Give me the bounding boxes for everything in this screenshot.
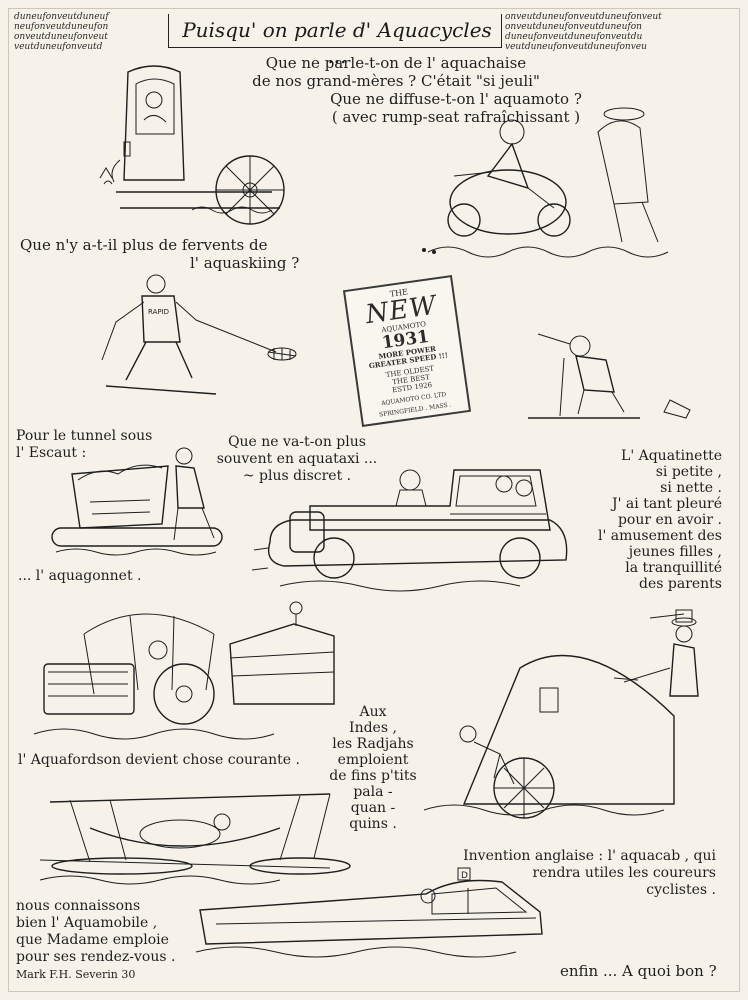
pattern-line: duneufonveutduneuf [14,12,109,22]
aquagonnet-drawing [51,447,223,556]
caption-line: quins . [349,816,397,832]
sweater-lettering: RAPID [148,308,169,316]
caption-aquaskiing: Que n'y a-t-il plus de fervents de l' aq… [20,236,350,272]
caption-aquacab: Invention anglaise : l' aquacab , qui re… [412,848,716,899]
pattern-line: duneufonveutduneufonveutdu [505,32,643,42]
caption-ending: enfin ... A quoi bon ? [560,962,717,980]
aquaskier-drawing: RAPID [101,274,297,395]
palanquin-drawing [39,793,351,885]
caption-line: Pour le tunnel sous [16,428,153,444]
pattern-line: neufonveutduneufon [14,22,109,32]
caption-line: emploient [337,752,409,768]
caption-line: Que ne parle-t-on de l' aquachaise [265,54,527,72]
caption-line: les Radjahs [332,736,414,752]
pattern-line: onveutduneufonveutduneufonveut [505,12,662,22]
aquafordson-drawing [33,601,335,740]
caption-line: ~ plus discret . [242,468,352,484]
caption-line: pour ses rendez-vous . [16,949,176,965]
caption-line: l' aquaskiing ? [190,254,300,272]
page-title: Puisqu' on parle d' Aquacycles ... [182,18,492,68]
pattern-line: onveutduneufonveut [14,32,108,42]
caption-line: l' amusement des [598,528,722,544]
caption-aquatinette: L' Aquatinette si petite , si nette . J'… [560,448,722,592]
aquacab-drawing [423,609,699,819]
caption-line: que Madame emploie [16,932,169,948]
title-box [168,14,502,48]
caption-line: bien l' Aquamobile , [16,915,158,931]
caption-line: L' Aquatinette [621,448,722,464]
caption-line: cyclistes . [646,882,716,898]
caption-aquataxi: Que ne va-t-on plus souvent en aquataxi … [212,434,382,485]
caption-aquachaise: Que ne parle-t-on de l' aquachaise de no… [246,54,546,108]
caption-line: pour en avoir . [617,512,722,528]
aquachaise-drawing [99,65,285,225]
caption-line: des parents [639,576,722,592]
caption-line: souvent en aquataxi ... [216,451,378,467]
caption-line: Indes , [349,720,397,736]
caption-tunnel: Pour le tunnel sous l' Escaut : [16,428,186,462]
caption-line: si nette . [660,480,722,496]
caption-line: jeunes filles , [628,544,722,560]
aquatinette-drawing [528,333,691,419]
aquamoto-drawing [422,107,669,258]
caption-aquagonnet: ... l' aquagonnet . [18,568,142,584]
caption-radjahs: Aux Indes , les Radjahs emploient de fin… [318,704,428,832]
header-pattern-right: onveutduneufonveutduneufonveut onveutdun… [505,12,662,52]
caption-line: Que ne diffuse-t-on l' aquamoto ? [330,90,582,108]
caption-line: quan - [350,800,396,816]
caption-aquamobile: nous connaissons bien l' Aquamobile , qu… [16,898,206,966]
caption-line: Aux [359,704,387,720]
caption-line: nous connaissons [16,898,141,914]
caption-line: pala - [353,784,393,800]
taxi-plate: D [461,871,468,881]
header-pattern-left: duneufonveutduneuf neufonveutduneufon on… [14,12,109,52]
caption-line: la tranquillité [625,560,722,576]
caption-line: Invention anglaise : l' aquacab , qui [463,848,716,864]
caption-line: si petite , [655,464,722,480]
aquamobile-drawing: D [195,867,543,958]
caption-line: J' ai tant pleuré [612,496,722,512]
aquamoto-poster: THE NEW AQUAMOTO 1931 MORE POWER GREATER… [342,275,472,427]
pattern-line: onveutduneufonveutduneufon [505,22,642,32]
caption-line: Que n'y a-t-il plus de fervents de [20,236,268,254]
caption-line: l' Escaut : [16,445,87,461]
caption-line: de fins p'tits [329,768,417,784]
pattern-line: veutduneufonveutd [14,42,103,52]
caption-line: rendra utiles les coureurs [532,865,716,881]
caption-aquafordson: l' Aquafordson devient chose courante . [18,752,300,768]
artist-signature: Mark F.H. Severin 30 [16,968,136,981]
pattern-line: veutduneufonveutduneufonveu [505,42,647,52]
aquataxi-drawing [251,469,568,592]
caption-line: de nos grand-mères ? C'était "si jeuli" … [252,72,540,108]
caption-line: Que ne va-t-on plus [228,434,366,450]
page-border [8,8,740,992]
